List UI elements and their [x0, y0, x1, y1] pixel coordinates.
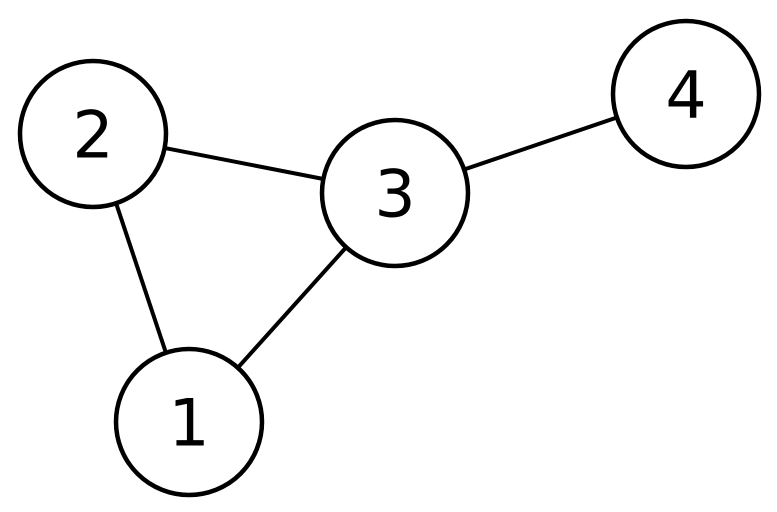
node-circle-2 [17, 58, 169, 210]
node-circle-1 [113, 346, 265, 498]
node-label-2: 2 [72, 98, 113, 173]
graph-node-1: 1 [113, 346, 265, 498]
node-circle-4 [610, 18, 762, 170]
node-label-1: 1 [168, 386, 209, 461]
graph-node-2: 2 [17, 58, 169, 210]
node-label-3: 3 [374, 157, 415, 232]
graph-node-4: 4 [610, 18, 762, 170]
node-label-4: 4 [665, 58, 706, 133]
graph-node-3: 3 [319, 117, 471, 269]
node-circle-3 [319, 117, 471, 269]
